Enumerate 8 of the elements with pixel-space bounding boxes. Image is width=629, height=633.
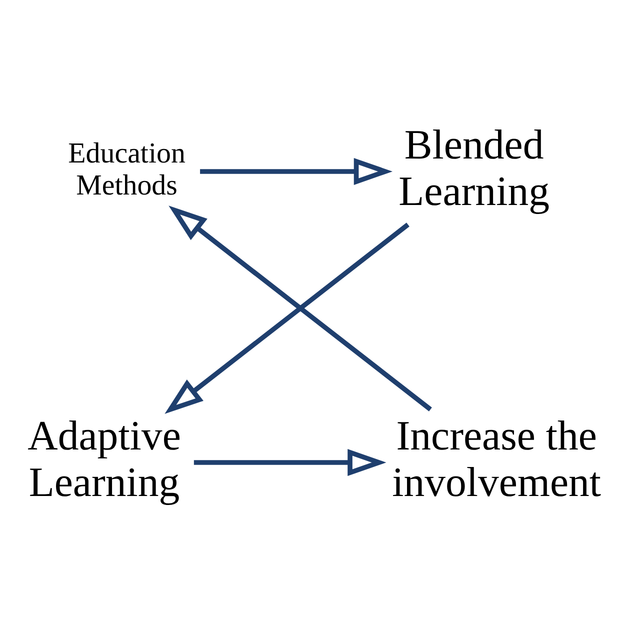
node-text: Education Methods	[68, 136, 186, 202]
arrow	[168, 205, 432, 411]
arrow	[194, 448, 386, 476]
arrow	[200, 157, 393, 185]
node-text: Blended Learning	[398, 122, 550, 214]
node-text: Adaptive Learning	[28, 412, 181, 506]
node-text: Increase the involvement	[392, 412, 602, 506]
arrow	[164, 222, 410, 414]
